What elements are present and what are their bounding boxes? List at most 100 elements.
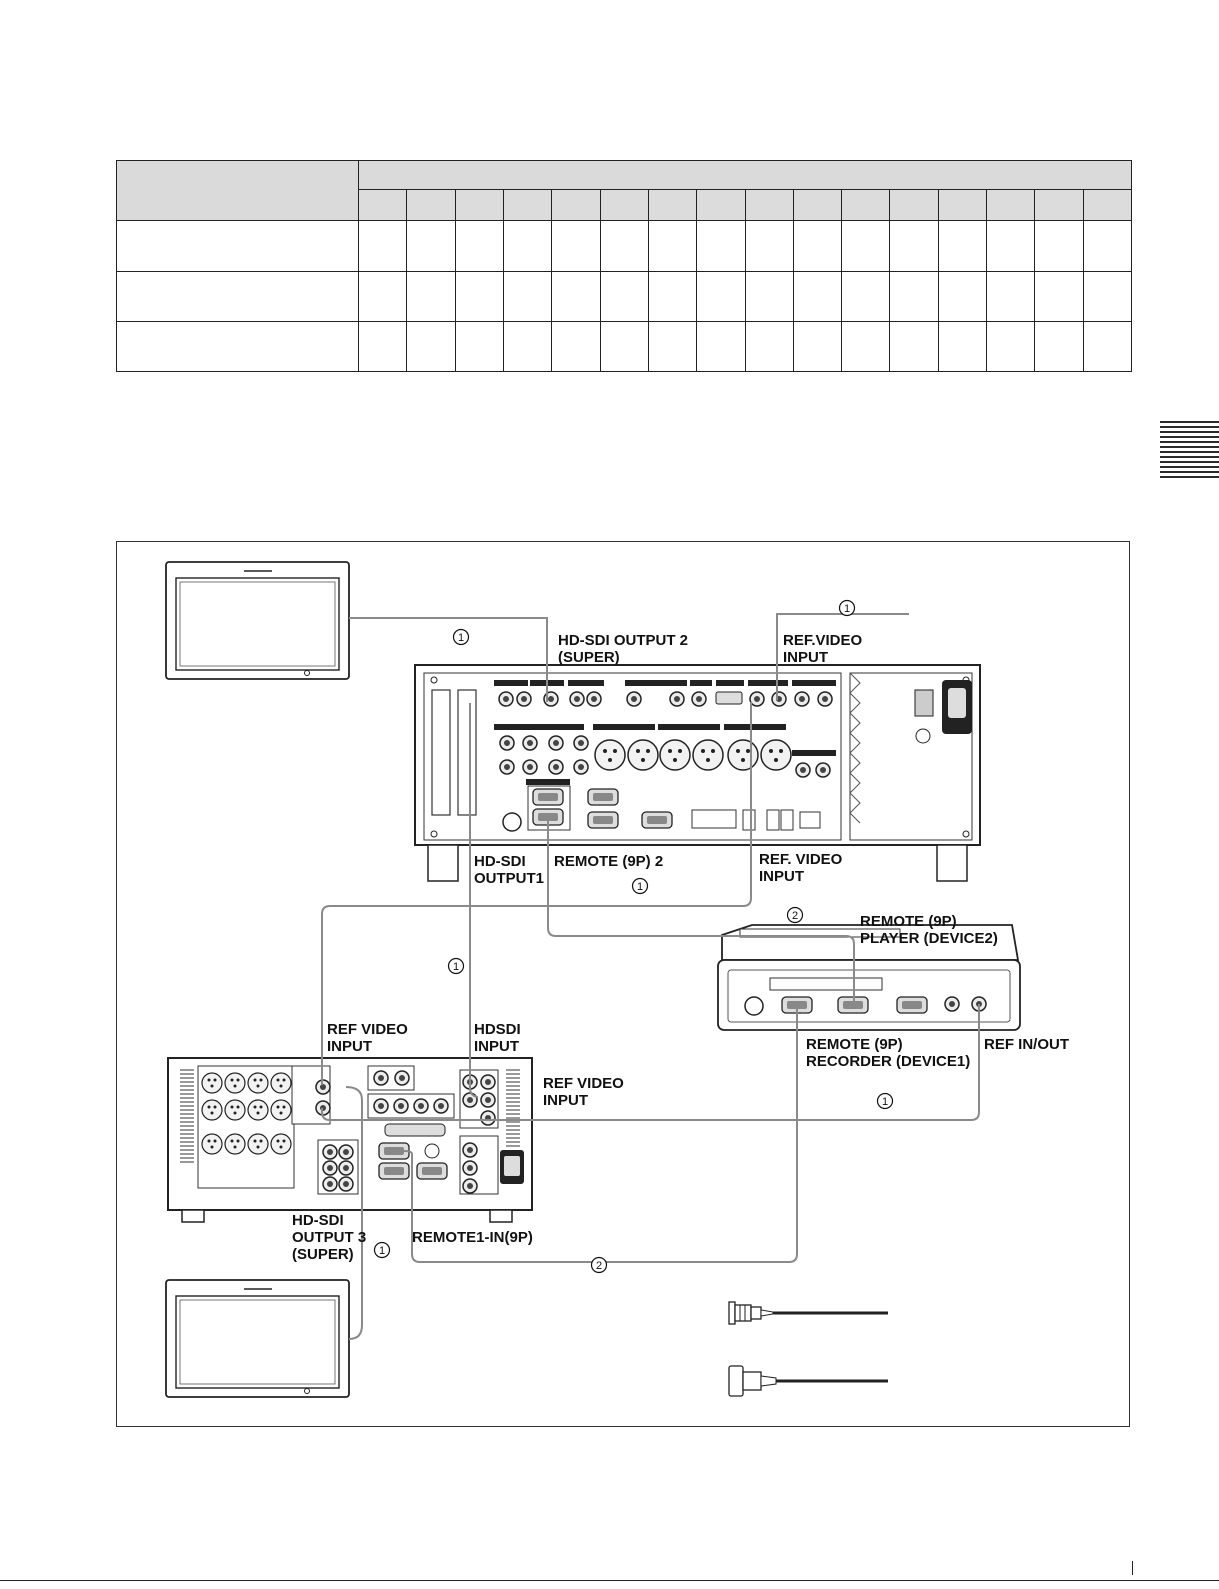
table-subheader-cell — [937, 189, 988, 222]
label-ref-in-out: REF IN/OUT — [984, 1036, 1069, 1053]
table-subheader-cell — [647, 189, 698, 222]
marker-1: 1 — [452, 628, 470, 646]
label-hdsdi-input: HDSDI — [474, 1021, 521, 1038]
label-ref-video-input-left: REF VIDEO — [327, 1021, 408, 1038]
svg-text:(SUPER): (SUPER) — [558, 649, 620, 666]
marker-1: 1 — [447, 957, 465, 975]
label-ref-video-input-top: REF.VIDEO — [783, 632, 863, 649]
table-cell — [406, 320, 456, 373]
table-cell — [986, 320, 1036, 373]
svg-text:1: 1 — [844, 603, 850, 615]
svg-text:INPUT: INPUT — [327, 1038, 372, 1055]
marker-1: 1 — [631, 877, 649, 895]
table-cell — [1034, 320, 1084, 373]
svg-text:1: 1 — [458, 632, 464, 644]
table-cell — [1082, 220, 1133, 272]
device-top-rear-panel — [414, 664, 981, 882]
marker-2: 2 — [590, 1256, 608, 1274]
svg-text:OUTPUT 3: OUTPUT 3 — [292, 1229, 366, 1246]
cable-monitor-top-to-hdsdi-output2 — [349, 617, 548, 702]
cables — [321, 613, 980, 1340]
table-cell — [937, 270, 988, 322]
table-cell — [551, 320, 601, 373]
table-subheader-cell — [1082, 189, 1133, 222]
table-subheader-cell — [357, 189, 408, 222]
cable-ref-in-out-to-left-device — [321, 1004, 980, 1121]
section-tab-marker — [1160, 421, 1219, 481]
table-header-corner — [116, 159, 359, 222]
legend — [728, 1301, 888, 1397]
page-marker — [1132, 1561, 1133, 1575]
table-cell — [551, 270, 601, 322]
marker-2: 2 — [786, 906, 804, 924]
label-remote1-in: REMOTE1-IN(9P) — [412, 1229, 533, 1246]
table-cell — [696, 220, 746, 272]
cable-markers: 1 1 1 2 1 1 1 2 — [373, 599, 894, 1274]
table-subheader-cell — [502, 189, 553, 222]
table-subheader-cell — [889, 189, 939, 222]
svg-text:1: 1 — [637, 881, 643, 893]
table-cell — [986, 220, 1036, 272]
remote-cable-icon — [728, 1365, 888, 1397]
table-cell — [454, 320, 504, 373]
table-row — [116, 220, 1133, 272]
svg-text:1: 1 — [453, 961, 459, 973]
table-subheader-cell — [986, 189, 1036, 222]
table-cell — [841, 320, 891, 373]
table-cell — [502, 220, 553, 272]
table-subheader-cell — [599, 189, 649, 222]
table-cell — [599, 320, 649, 373]
table-cell — [357, 270, 408, 322]
table-cell — [1034, 220, 1084, 272]
label-remote-9p-2: REMOTE (9P) 2 — [554, 853, 663, 870]
table-subheader-row — [117, 189, 1133, 222]
table-row — [116, 320, 1133, 373]
cable-ref-video-to-left-device — [321, 702, 752, 1085]
monitor-top — [165, 561, 350, 680]
svg-text:PLAYER (DEVICE2): PLAYER (DEVICE2) — [860, 930, 998, 947]
table-cell — [1034, 270, 1084, 322]
label-remote-recorder: REMOTE (9P) — [806, 1036, 903, 1053]
bnc-cable-icon — [728, 1301, 888, 1325]
label-remote-player: REMOTE (9P) — [860, 913, 957, 930]
table-subheader-cell — [1034, 189, 1084, 222]
table-cell — [647, 320, 698, 373]
svg-text:1: 1 — [882, 1096, 888, 1108]
label-ref-video-input-mid: REF. VIDEO — [759, 851, 843, 868]
table-cell — [357, 220, 408, 272]
table-cell — [454, 270, 504, 322]
svg-text:(SUPER): (SUPER) — [292, 1246, 354, 1263]
cable-hdsdi-output1-to-hdsdi-input — [469, 703, 479, 1098]
table-cell — [1082, 270, 1133, 322]
table-cell — [406, 270, 456, 322]
table-cell — [406, 220, 456, 272]
svg-text:2: 2 — [596, 1260, 602, 1272]
table-cell — [744, 220, 794, 272]
table-cell — [502, 320, 553, 373]
svg-text:1: 1 — [379, 1245, 385, 1257]
svg-text:RECORDER (DEVICE1): RECORDER (DEVICE1) — [806, 1053, 970, 1070]
table-cell — [647, 270, 698, 322]
table-cell — [889, 220, 939, 272]
table-cell — [792, 220, 843, 272]
table-cell — [792, 320, 843, 373]
table-cell — [937, 320, 988, 373]
label-hdsdi-output2: HD-SDI OUTPUT 2 — [558, 632, 688, 649]
table-row-header-cell — [116, 270, 359, 322]
table-cell — [889, 270, 939, 322]
footer-rule — [0, 1580, 1219, 1581]
cable-ref-video-external — [776, 613, 909, 700]
marker-1: 1 — [838, 599, 856, 617]
svg-text:OUTPUT1: OUTPUT1 — [474, 870, 544, 887]
table-subheader-cell — [454, 189, 504, 222]
cable-remote2-to-player — [547, 818, 855, 1005]
spec-table — [116, 159, 1133, 373]
connector-labels: HD-SDI OUTPUT 2 (SUPER) REF.VIDEO INPUT … — [292, 632, 1069, 1263]
table-cell — [696, 320, 746, 373]
table-cell — [744, 270, 794, 322]
table-cell — [937, 220, 988, 272]
label-ref-video-input-right: REF VIDEO — [543, 1075, 624, 1092]
table-cell — [357, 320, 408, 373]
label-hdsdi-output3: HD-SDI — [292, 1212, 344, 1229]
